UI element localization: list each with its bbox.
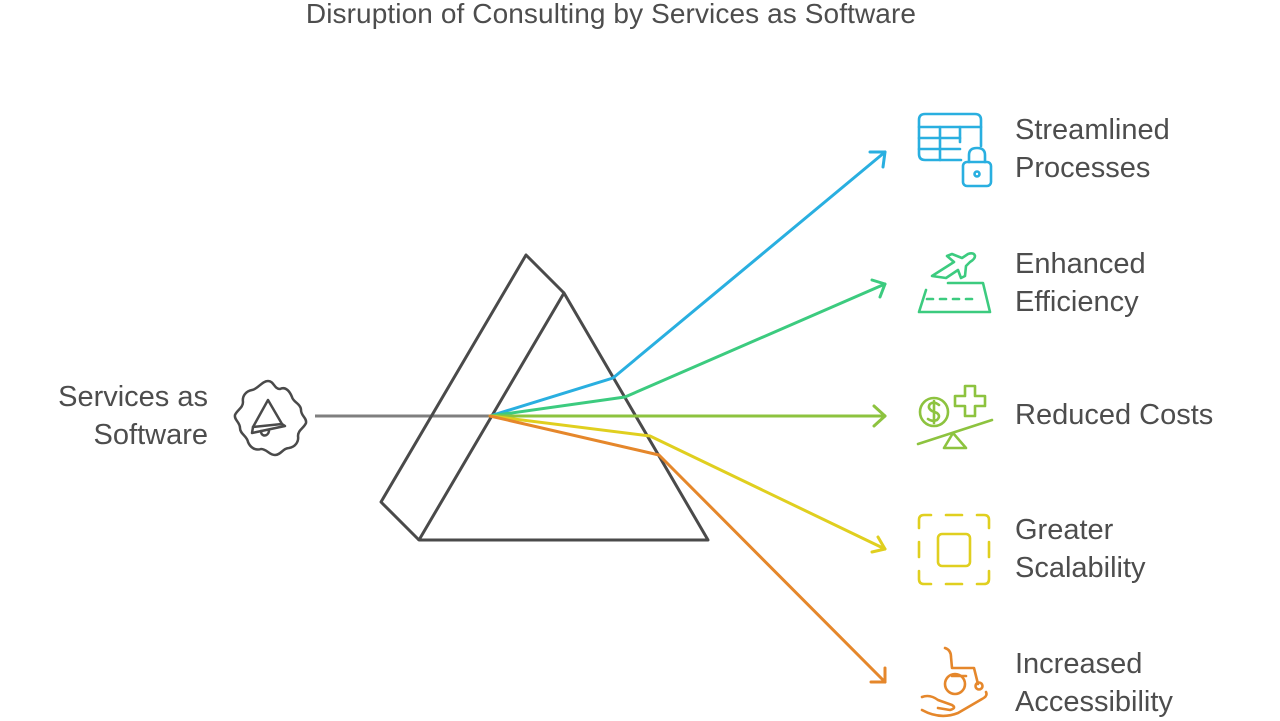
ray-reduced-costs [488, 404, 887, 428]
ray-enhanced-efficiency [488, 278, 887, 418]
output-label-line2: Scalability [1015, 552, 1146, 584]
source-label: Services as Software [58, 378, 208, 454]
hand-wheelchair-icon [920, 646, 988, 718]
output-label-greater-scalability: Greater Scalability [1015, 511, 1146, 587]
prism [379, 253, 710, 542]
output-label-line2: Efficiency [1015, 286, 1139, 318]
output-label-streamlined-processes: Streamlined Processes [1015, 111, 1170, 187]
output-label-line1: Greater [1015, 514, 1114, 546]
output-label-line1: Increased [1015, 648, 1143, 680]
dashed-square-scale-icon [917, 513, 991, 586]
table-lock-icon [917, 112, 993, 188]
source-label-line2: Software [93, 419, 208, 451]
output-label-line1: Enhanced [1015, 248, 1146, 280]
source-label-line1: Services as [58, 381, 208, 413]
output-label-line2: Accessibility [1015, 686, 1173, 718]
output-label-line1: Reduced Costs [1015, 399, 1214, 431]
ray-streamlined-processes [488, 150, 887, 418]
dollar-plus-seesaw-icon [916, 384, 994, 450]
ray-greater-scalability [488, 414, 887, 554]
gear-megaphone-icon [233, 379, 308, 457]
ray-increased-accessibility [488, 414, 887, 684]
output-label-reduced-costs: Reduced Costs [1015, 396, 1213, 434]
diagram-title: Disruption of Consulting by Services as … [305, 0, 917, 29]
output-label-line2: Processes [1015, 152, 1151, 184]
output-label-increased-accessibility: Increased Accessibility [1015, 645, 1173, 721]
output-label-enhanced-efficiency: Enhanced Efficiency [1015, 245, 1146, 321]
airplane-runway-icon [917, 252, 992, 314]
output-label-line1: Streamlined [1015, 114, 1170, 146]
